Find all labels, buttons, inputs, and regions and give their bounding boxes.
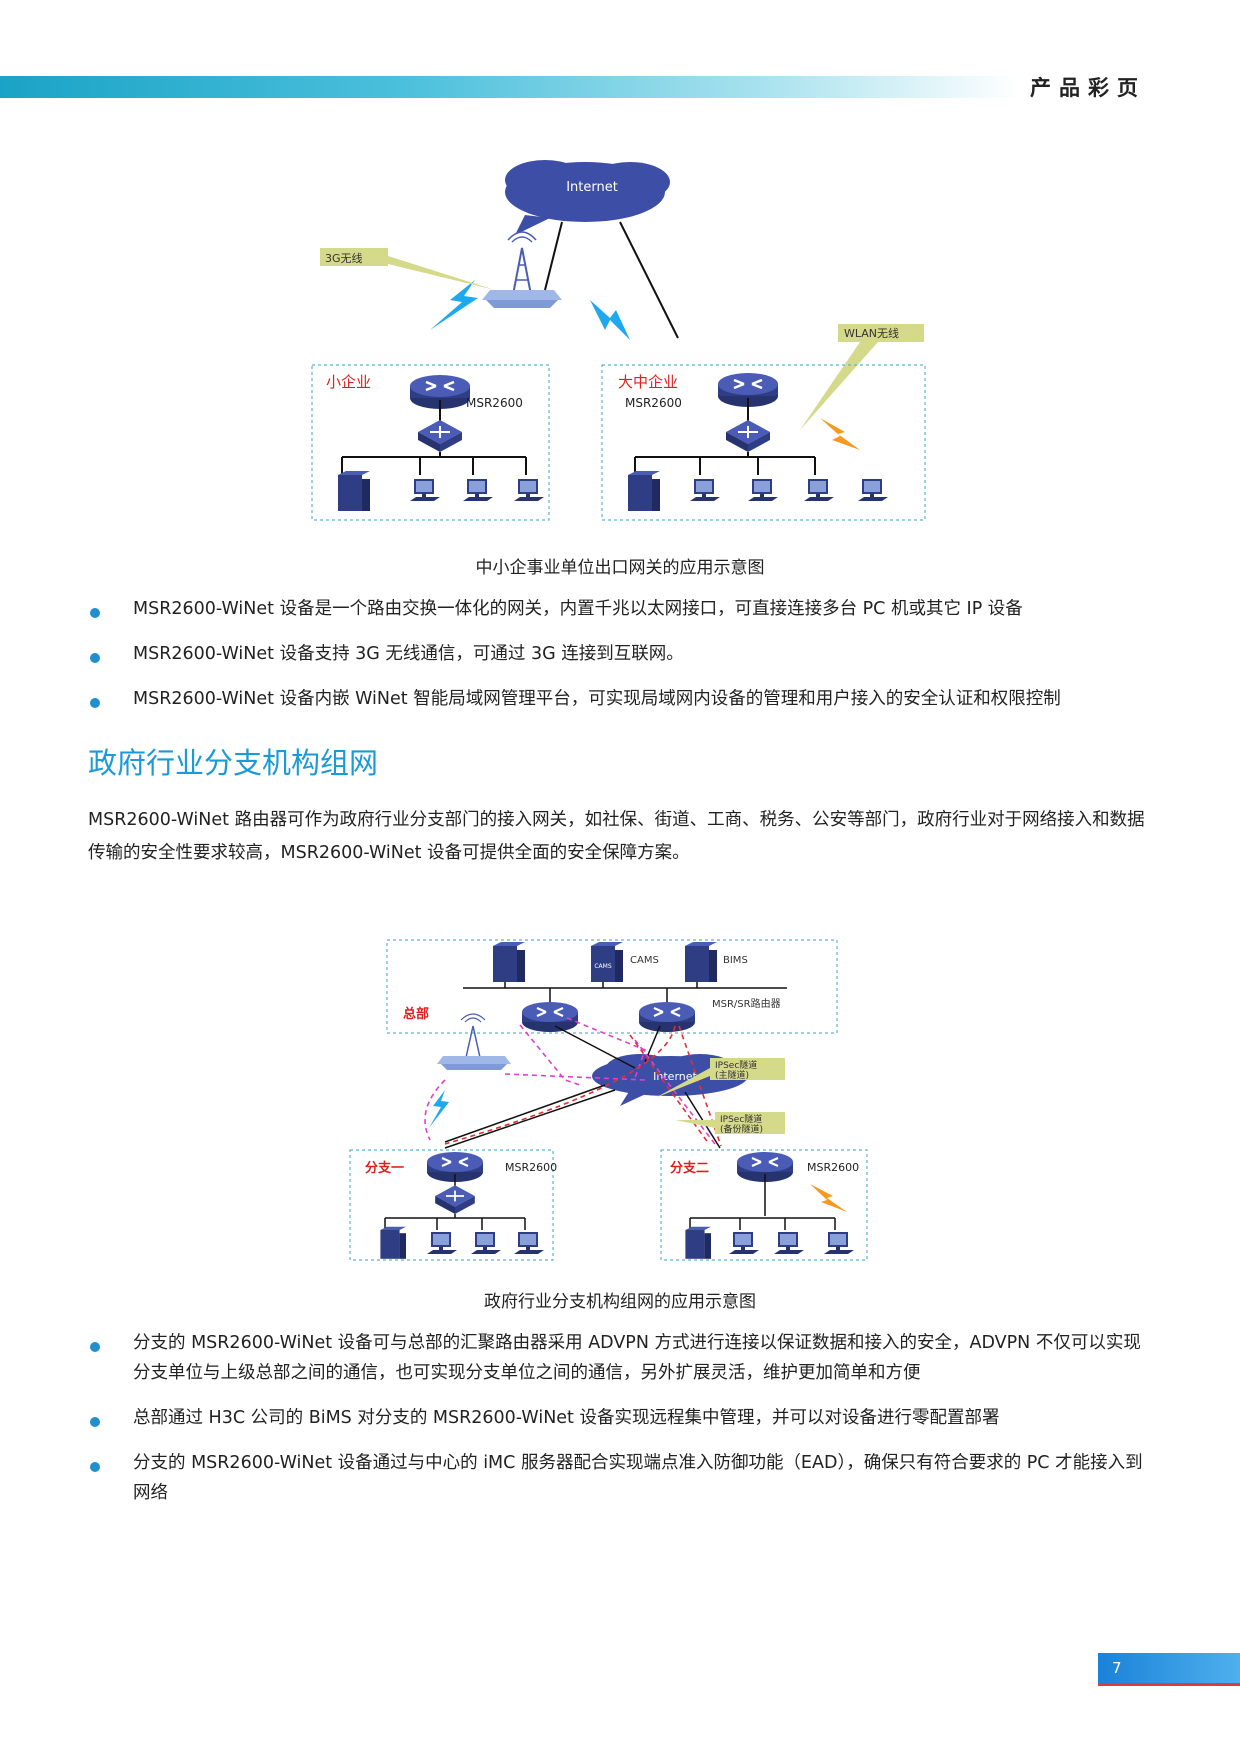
pc-icon	[410, 479, 440, 501]
bullet-item: 分支的 MSR2600-WiNet 设备可与总部的汇聚路由器采用 ADVPN 方…	[88, 1328, 1158, 1388]
pc-icon	[804, 479, 834, 501]
branch2-router-label: MSR2600	[807, 1161, 859, 1174]
bullet-list-2: 分支的 MSR2600-WiNet 设备可与总部的汇聚路由器采用 ADVPN 方…	[88, 1328, 1158, 1508]
branch2-box	[660, 1149, 868, 1261]
section-heading: 政府行业分支机构组网	[88, 746, 379, 780]
page-number-box: 7	[1098, 1653, 1240, 1686]
wlan-signal-icon	[820, 418, 860, 450]
bullet-list-1: MSR2600-WiNet 设备是一个路由交换一体化的网关，内置千兆以太网接口，…	[88, 594, 1158, 714]
pc-icon	[824, 1232, 854, 1254]
server-icon	[338, 471, 370, 511]
internet-label: Internet	[566, 180, 618, 195]
label-wlan-box	[838, 324, 924, 342]
bullet-item: MSR2600-WiNet 设备是一个路由交换一体化的网关，内置千兆以太网接口，…	[88, 594, 1158, 624]
cams-box-label: CAMS	[594, 963, 611, 970]
wlan-signal-icon	[810, 1184, 847, 1212]
page-number: 7	[1112, 1659, 1122, 1677]
hq-box	[386, 939, 838, 1034]
small-enterprise-label: 小企业	[326, 373, 371, 391]
ipsec-main-label-1: IPSec隧道	[715, 1059, 757, 1071]
diagram-enterprise-gateway: Internet 3G无线 WLAN无线 小企业 MSR2600 大中企业 MS…	[311, 160, 926, 521]
caption-diagram2: 政府行业分支机构组网的应用示意图	[484, 1292, 756, 1312]
hq-label: 总部	[403, 1006, 429, 1022]
pc-icon	[514, 479, 544, 501]
section-paragraph: MSR2600-WiNet 路由器可作为政府行业分支部门的接入网关，如社保、街道…	[88, 810, 1145, 863]
branch2-label: 分支二	[670, 1160, 709, 1176]
label-3g-box	[320, 248, 388, 266]
branch1-box	[349, 1149, 554, 1261]
ipsec-backup-box	[715, 1112, 785, 1134]
branch1-label: 分支一	[365, 1160, 404, 1176]
pc-icon	[427, 1232, 457, 1254]
cell-tower-icon	[437, 1013, 511, 1070]
pc-icon	[690, 479, 720, 501]
server-icon	[685, 942, 717, 982]
ipsec-main-label-2: (主隧道)	[715, 1069, 749, 1081]
internet-label: Internet	[653, 1070, 697, 1083]
switch-icon	[417, 419, 463, 453]
pc-icon	[471, 1232, 501, 1254]
wireless-signal-icon	[590, 300, 630, 340]
caption-diagram1: 中小企事业单位出口网关的应用示意图	[475, 558, 765, 578]
ipsec-backup-label-1: IPSec隧道	[720, 1113, 762, 1125]
label-wlan: WLAN无线	[844, 326, 899, 340]
diagram-government-branch: 总部 CAMS CAMS BIMS MSR/SR路由器 Internet	[349, 939, 868, 1261]
router-icon	[637, 1000, 697, 1034]
switch-icon	[434, 1184, 476, 1215]
pc-icon	[748, 479, 778, 501]
header-title: 产品彩页	[1030, 76, 1146, 100]
branch1-router-label: MSR2600	[505, 1161, 557, 1174]
large-enterprise-box	[601, 364, 926, 521]
pc-icon	[514, 1232, 544, 1254]
server-icon	[628, 471, 660, 511]
server-icon	[493, 942, 525, 982]
bullet-item: 分支的 MSR2600-WiNet 设备通过与中心的 iMC 服务器配合实现端点…	[88, 1448, 1158, 1508]
cams-label: CAMS	[630, 955, 659, 966]
router-small-label: MSR2600	[466, 396, 523, 410]
hq-router-label: MSR/SR路由器	[712, 997, 781, 1010]
bims-label: BIMS	[723, 955, 748, 966]
header-gradient-bar	[0, 76, 1020, 98]
ipsec-backup-label-2: (备份隧道)	[720, 1123, 763, 1135]
server-icon	[591, 942, 623, 982]
pc-icon	[463, 479, 493, 501]
ipsec-main-box	[710, 1058, 785, 1080]
small-enterprise-box	[311, 364, 550, 521]
internet-cloud	[505, 160, 670, 235]
wireless-signal-icon	[430, 280, 478, 330]
server-icon	[685, 1226, 711, 1259]
router-large-label: MSR2600	[625, 396, 682, 410]
cell-tower-icon	[482, 231, 562, 308]
bullet-item: 总部通过 H3C 公司的 BiMS 对分支的 MSR2600-WiNet 设备实…	[88, 1403, 1158, 1433]
pc-icon	[774, 1232, 804, 1254]
bullet-item: MSR2600-WiNet 设备支持 3G 无线通信，可通过 3G 连接到互联网…	[88, 639, 1158, 669]
router-icon	[520, 1000, 580, 1034]
pc-icon	[858, 479, 888, 501]
label-3g: 3G无线	[325, 251, 363, 265]
large-enterprise-label: 大中企业	[618, 373, 678, 391]
switch-icon	[725, 419, 771, 453]
pc-icon	[729, 1232, 759, 1254]
server-icon	[380, 1226, 406, 1259]
bullet-item: MSR2600-WiNet 设备内嵌 WiNet 智能局域网管理平台，可实现局域…	[88, 684, 1158, 714]
